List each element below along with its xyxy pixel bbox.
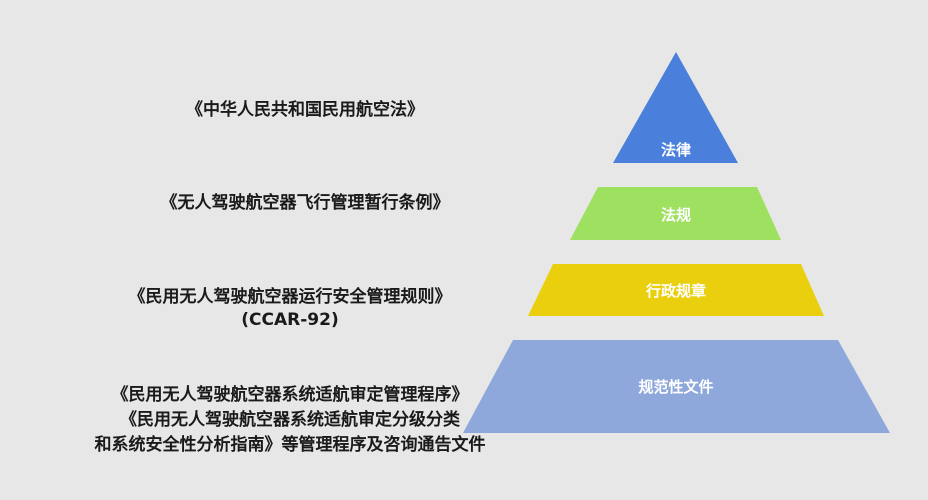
tier-law-label: 法律 bbox=[661, 141, 691, 159]
rule-document-text-line2: (CCAR-92) bbox=[241, 310, 339, 330]
normative-document-text-line2: 《民用无人驾驶航空器系统适航审定分级分类 bbox=[120, 410, 460, 430]
law-document-text: 《中华人民共和国民用航空法》 bbox=[186, 100, 424, 120]
rule-document-text-line1: 《民用无人驾驶航空器运行安全管理规则》 bbox=[128, 287, 452, 307]
tier-normative-document-label: 规范性文件 bbox=[638, 378, 713, 396]
tier-law bbox=[613, 52, 738, 163]
tier-administrative-rule bbox=[528, 264, 824, 316]
tier-regulation bbox=[570, 187, 781, 240]
regulation-document-text: 《无人驾驶航空器飞行管理暂行条例》 bbox=[160, 193, 450, 213]
tier-administrative-rule-label: 行政规章 bbox=[645, 282, 706, 300]
tier-normative-document bbox=[463, 340, 890, 433]
normative-document-text-line3: 和系统安全性分析指南》等管理程序及咨询通告文件 bbox=[94, 435, 486, 455]
tier-regulation-label: 法规 bbox=[661, 206, 691, 224]
normative-document-text-line1: 《民用无人驾驶航空器系统适航审定管理程序》 bbox=[111, 385, 469, 405]
